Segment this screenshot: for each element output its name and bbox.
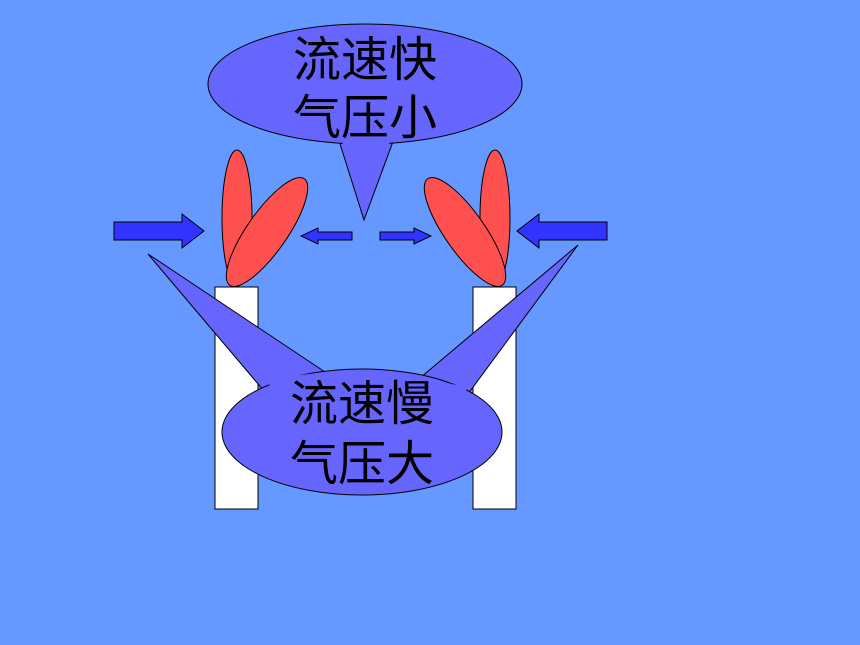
right-inward-arrow xyxy=(516,212,608,250)
bottom-callout-line2: 气压大 xyxy=(290,436,434,492)
right-flame-tilted xyxy=(423,177,507,287)
top-callout-line1: 流速快 xyxy=(293,32,437,88)
top-callout: 流速快 气压小 xyxy=(207,23,523,222)
inner-right-arrow xyxy=(379,227,433,245)
left-flame-tilted xyxy=(225,177,309,287)
inner-left-arrow xyxy=(299,227,353,245)
bottom-callout: 流速慢 气压大 xyxy=(147,244,579,496)
bottom-callout-line1: 流速慢 xyxy=(290,376,434,432)
left-inward-arrow xyxy=(113,212,205,250)
top-callout-line2: 气压小 xyxy=(293,90,437,146)
bottom-callout-balloon xyxy=(221,368,503,496)
